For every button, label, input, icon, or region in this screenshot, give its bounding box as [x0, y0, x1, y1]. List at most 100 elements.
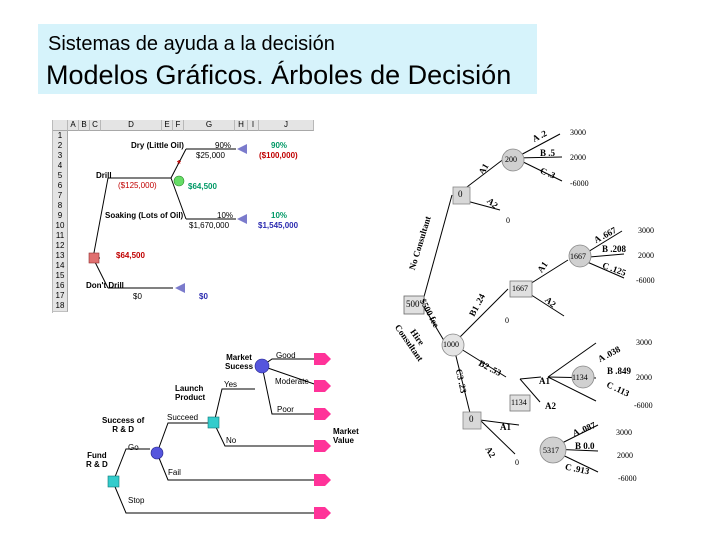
root-value: 500 [406, 299, 420, 309]
dont-drill-label: Don't Drill [86, 281, 124, 290]
payoff: -6000 [634, 401, 653, 410]
chance-node-icon [539, 436, 567, 464]
terminal-icon [314, 474, 331, 486]
soak-value: $1,670,000 [189, 221, 230, 230]
col-header-g: G [184, 120, 235, 131]
col-header-j: J [259, 120, 314, 131]
branch-b-label: B 0.0 [575, 441, 595, 451]
chance-value: $64,500 [188, 182, 217, 191]
col-header-c: C [90, 120, 101, 131]
fund-rd-label: Fund R & D [86, 451, 108, 469]
node-value: 1134 [572, 373, 588, 382]
payoff: 3000 [636, 338, 652, 347]
success-chance-icon [150, 446, 164, 460]
payoff: 3000 [570, 128, 586, 137]
terminal-icon [314, 408, 331, 420]
subtitle: Sistemas de ayuda a la decisión [48, 33, 335, 55]
col-header-f: F [173, 120, 184, 131]
go-label: Go [128, 443, 139, 452]
payoff: 2000 [617, 451, 633, 460]
payoff: 0 [515, 458, 519, 467]
dont-value: $0 [133, 292, 142, 301]
spreadsheet-tree-lines [88, 144, 247, 293]
decision-node-icon [509, 394, 531, 412]
launch-product-label: Launch Product [175, 384, 206, 402]
soak-result: $1,545,000 [258, 221, 299, 230]
payoff: 0 [506, 216, 510, 225]
payoff: 3000 [616, 428, 632, 437]
drill-cost: ($125,000) [118, 181, 157, 190]
node-value: 0 [469, 414, 474, 424]
decision-node-icon [462, 411, 482, 430]
payoff: 2000 [570, 153, 586, 162]
payoff: 3000 [638, 226, 654, 235]
branch-b-label: B .849 [607, 366, 632, 376]
decision-node-icon [509, 280, 533, 298]
node-value: 1667 [512, 284, 528, 293]
succeed-label: Succeed [167, 413, 199, 422]
market-success-label: Market Sucess [225, 353, 254, 371]
soak-prob-result: 10% [271, 211, 288, 220]
decision-node-icon [88, 252, 100, 264]
moderate-label: Moderate [275, 377, 309, 386]
branch-b-label: B .5 [540, 148, 556, 158]
no-label: No [226, 436, 237, 445]
fail-label: Fail [168, 468, 181, 477]
soaking-label: Soaking (Lots of Oil) [105, 211, 184, 220]
soak-prob: 10% [217, 211, 234, 220]
terminal-icon [314, 507, 331, 519]
yes-label: Yes [224, 380, 238, 389]
market-value-label: Market Value [333, 427, 359, 445]
fund-decision-icon [107, 475, 120, 488]
dry-prob: 90% [215, 141, 232, 150]
drill-label: Drill [96, 171, 112, 180]
chance-node-icon [571, 365, 595, 389]
payoff: 2000 [638, 251, 654, 260]
decision-node-icon [452, 186, 471, 205]
terminal-icon [314, 353, 331, 365]
dry-label: Dry (Little Oil) [131, 141, 184, 150]
poor-label: Poor [277, 405, 294, 414]
success-rd-label: Success of R & D [102, 416, 145, 434]
col-header-b: B [79, 120, 90, 131]
row-header: 18 [53, 301, 68, 312]
terminal-node-icon [237, 144, 247, 154]
node-value: 1134 [511, 398, 527, 407]
chance-node-icon [501, 148, 525, 172]
payoff: -6000 [570, 179, 589, 188]
launch-decision-icon [207, 416, 220, 429]
col-header-d: D [101, 120, 162, 131]
terminal-icon [314, 440, 331, 452]
terminal-node-icon [175, 283, 185, 293]
corner-cell [53, 120, 68, 131]
payoff: 2000 [636, 373, 652, 382]
branch-b-label: B .208 [602, 244, 627, 254]
dry-value: $25,000 [196, 151, 225, 160]
root-decision-icon [403, 295, 425, 315]
dont-result: $0 [199, 292, 208, 301]
alt-a1-label: A1 [539, 376, 550, 386]
page-title: Modelos Gráficos. Árboles de Decisión [46, 60, 512, 90]
decision-value: $64,500 [116, 251, 145, 260]
col-header-e: E [162, 120, 173, 131]
chance-node-icon [173, 175, 185, 187]
terminal-icon [314, 380, 331, 392]
node-value: 0 [458, 189, 463, 199]
star-marker: * [177, 159, 181, 170]
node-value: 200 [505, 155, 517, 164]
dry-prob-result: 90% [271, 141, 288, 150]
col-header-a: A [68, 120, 79, 131]
col-header-i: I [248, 120, 259, 131]
stop-label: Stop [128, 496, 145, 505]
payoff: -6000 [618, 474, 637, 483]
terminal-node-icon [237, 214, 247, 224]
alt-a2-label: A2 [545, 401, 556, 411]
spreadsheet-panel: A B C D E F G H I J 1 2 3 4 5 6 7 8 9 10… [52, 120, 314, 313]
col-header-h: H [235, 120, 248, 131]
market-chance-icon [254, 358, 270, 374]
chance-node-icon [568, 244, 592, 268]
node-value: 5317 [543, 446, 559, 455]
alt-a1-label: A1 [500, 422, 511, 432]
